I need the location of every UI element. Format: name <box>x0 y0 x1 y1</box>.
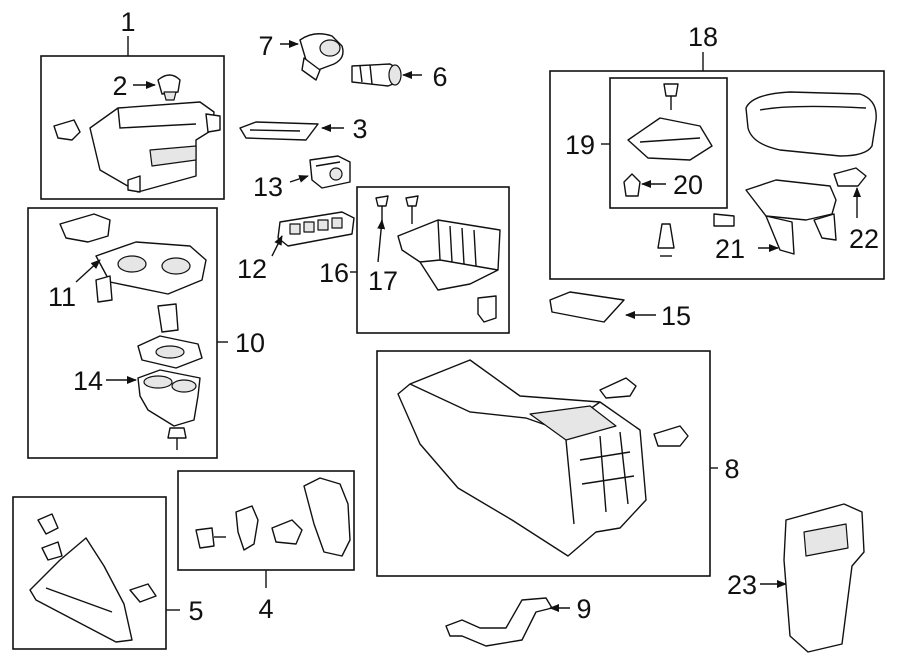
bracket-part-4a <box>235 505 259 551</box>
callout-13: 13 <box>253 172 283 202</box>
box-part-10 <box>27 207 218 459</box>
switch-part-13 <box>309 155 351 189</box>
callout-22: 22 <box>849 224 879 254</box>
callout-23: 23 <box>727 570 757 600</box>
callout-2: 2 <box>112 71 127 101</box>
callout-10: 10 <box>235 328 265 358</box>
callout-3: 3 <box>352 114 367 144</box>
callout-16: 16 <box>319 258 349 288</box>
console-bracket-part <box>89 101 221 193</box>
pad-part-3 <box>239 121 319 141</box>
retainer-clip-part <box>53 119 81 141</box>
box-part-1 <box>40 55 225 200</box>
bracket-part-10a <box>95 275 113 303</box>
box-part-8 <box>376 350 711 577</box>
clip-part-18 <box>713 213 735 227</box>
callout-7: 7 <box>258 31 273 61</box>
leader-line-17 <box>377 219 386 263</box>
screw-part-17b <box>405 195 419 224</box>
callout-8: 8 <box>724 454 739 484</box>
screw-part-17a <box>375 195 389 222</box>
callout-17: 17 <box>368 266 398 296</box>
callout-5: 5 <box>188 596 203 626</box>
callout-12: 12 <box>237 254 267 284</box>
callout-1: 1 <box>120 7 135 37</box>
panel-part-4 <box>303 477 351 557</box>
leader-line-11 <box>75 259 101 283</box>
socket-part-7 <box>299 33 344 81</box>
clip-part-5c <box>129 583 157 603</box>
armrest-lid-part <box>745 91 877 157</box>
bolt-part-10 <box>167 427 187 450</box>
callout-19: 19 <box>565 130 595 160</box>
callout-4: 4 <box>258 594 273 624</box>
socket-part-6 <box>351 63 402 87</box>
cover-part <box>59 213 111 243</box>
bracket-part-10b <box>157 303 179 333</box>
callout-9: 9 <box>576 594 591 624</box>
liner-part <box>137 335 203 369</box>
console-box-part-8 <box>397 359 647 557</box>
bolt-part-4 <box>195 527 226 549</box>
callout-21: 21 <box>715 234 745 264</box>
bolt-part-8b <box>653 425 689 447</box>
callout-18: 18 <box>688 22 718 52</box>
box-part-16 <box>356 186 510 334</box>
clip-part-22 <box>833 167 867 187</box>
clip-part-5a <box>37 513 59 535</box>
screw-part-19 <box>663 83 679 110</box>
callout-11: 11 <box>48 282 76 312</box>
panel-part-11 <box>95 241 207 295</box>
cup-holder-part-14 <box>137 369 201 427</box>
leader-line-13 <box>289 175 309 183</box>
bolt-part-8a <box>599 377 637 399</box>
callout-15: 15 <box>661 301 691 331</box>
hinge-base-part-19 <box>627 117 713 161</box>
switch-bezel-part-12 <box>277 211 355 247</box>
callout-20: 20 <box>673 170 703 200</box>
callout-6: 6 <box>432 62 447 92</box>
clip-part-2 <box>157 74 181 101</box>
side-panel-part-5 <box>29 537 133 643</box>
clip-part-5b <box>41 541 63 561</box>
box-part-19 <box>609 77 728 209</box>
box-part-5 <box>12 496 167 650</box>
rear-panel-part-23 <box>783 503 865 653</box>
clip-part-16 <box>477 295 497 323</box>
callout-14: 14 <box>73 366 103 396</box>
bracket-part-4b <box>271 519 303 545</box>
mat-part-15 <box>549 291 625 323</box>
hinge-part-21 <box>745 179 837 255</box>
clip-part-20 <box>623 173 641 197</box>
bracket-part-9 <box>445 597 553 647</box>
leader-line-12 <box>271 235 283 257</box>
pin-part-18 <box>657 223 675 257</box>
box-part-18 <box>549 70 885 280</box>
bracket-part-16 <box>397 219 501 291</box>
